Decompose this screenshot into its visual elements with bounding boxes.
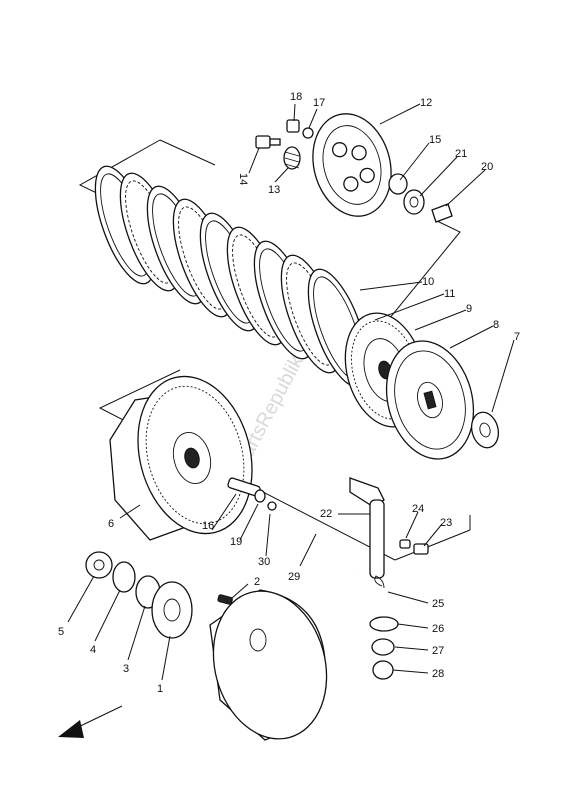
washer-17 [302,127,314,139]
callout-labels: 18 17 12 15 21 20 14 13 10 11 9 8 7 6 16… [58,91,520,695]
hub-group-outline [98,369,471,561]
bearing-28 [372,660,394,680]
rod-20 [431,203,453,223]
callout-9: 9 [466,303,472,315]
callout-6: 6 [108,518,114,530]
callout-29: 29 [288,571,300,583]
callout-10: 10 [422,276,434,288]
callout-24: 24 [412,503,424,515]
callout-11: 11 [444,288,455,300]
push-rod-parts [227,477,359,572]
lock-washer [470,411,500,449]
callout-22: 22 [320,508,332,520]
bolt-23 [413,543,429,555]
bearing-21 [403,189,425,215]
primary-drive-parts [85,551,328,741]
arrow-down-left-icon [58,705,123,738]
callout-8: 8 [493,319,499,331]
callout-15: 15 [429,134,441,146]
nut-5 [85,551,113,579]
bolt-14 [255,135,271,149]
washer-24 [399,539,411,549]
callout-5: 5 [58,626,64,638]
key-2 [217,594,233,605]
callout-12: 12 [420,97,432,109]
lever-shaft [369,499,385,579]
primary-driven-gear [109,375,253,541]
lock-washer-4 [112,561,136,593]
bolt-14-shank [269,138,281,146]
callout-20: 20 [481,161,493,173]
callout-1: 1 [157,683,163,695]
callout-25: 25 [432,598,444,610]
callout-19: 19 [230,536,242,548]
gear-1 [151,581,193,639]
clutch-housing-plate [385,340,475,460]
ball-30 [267,501,277,511]
bearing-27 [371,638,395,656]
callout-17: 17 [313,97,325,109]
callout-18: 18 [290,91,302,103]
ball-19 [254,489,266,503]
nut-15 [388,173,408,195]
callout-21: 21 [455,148,467,160]
callout-13: 13 [268,184,280,196]
callout-27: 27 [432,645,444,657]
spring-25 [374,575,385,589]
pressure-plate-small-parts [255,119,453,223]
callout-7: 7 [514,331,520,343]
clutch-plates [94,165,369,388]
callout-3: 3 [123,663,129,675]
callout-30: 30 [258,556,270,568]
callout-4: 4 [90,644,96,656]
nut-18 [286,119,300,133]
circlip-26 [369,616,399,632]
pressure-plate [312,113,392,217]
push-lever-assembly [349,477,429,680]
leader-lines [67,103,515,681]
callout-14: 14 [237,173,249,185]
callout-23: 23 [440,517,452,529]
callout-28: 28 [432,668,444,680]
callout-16: 16 [202,520,214,532]
callout-2: 2 [254,576,260,588]
callout-26: 26 [432,623,444,635]
